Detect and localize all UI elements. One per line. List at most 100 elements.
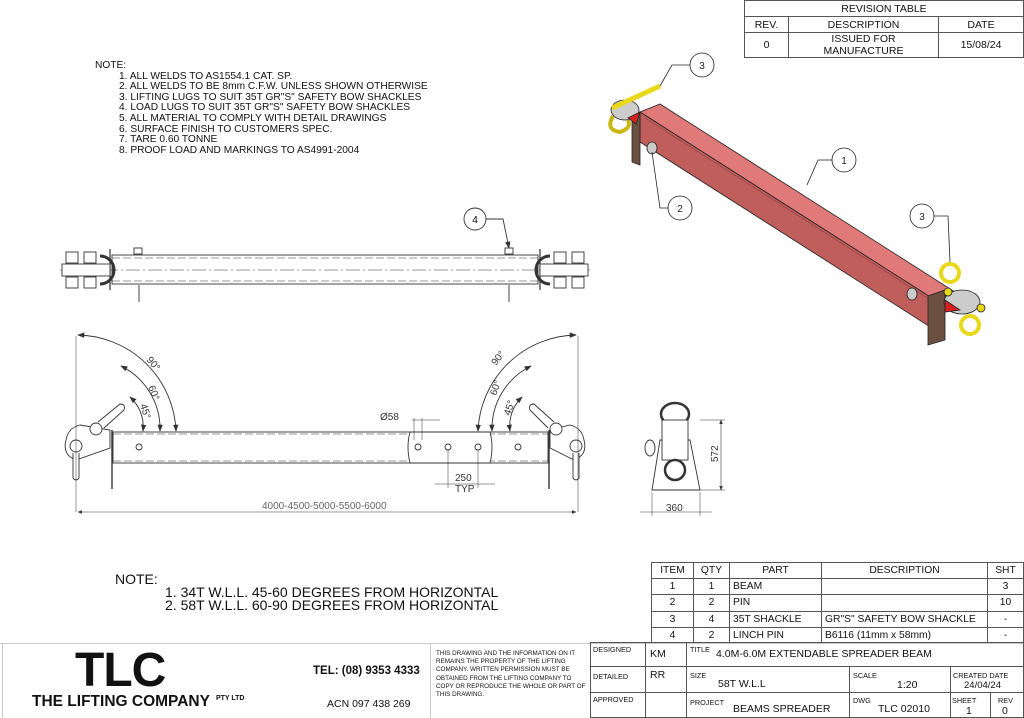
parts-row: 4 2 LINCH PIN B6116 (11mm x 58mm) -	[651, 626, 1024, 644]
note-item: 8. PROOF LOAD AND MARKINGS TO AS4991-200…	[119, 144, 360, 156]
description-cell: GR"S" SAFETY BOW SHACKLE	[821, 610, 988, 628]
parts-row: 3 4 35T SHACKLE GR"S" SAFETY BOW SHACKLE…	[651, 610, 1024, 628]
parts-row: 1 1 BEAM 3	[651, 578, 1024, 596]
note-item: 5. ALL MATERIAL TO COMPLY WITH DETAIL DR…	[119, 112, 387, 124]
company-name: THE LIFTING COMPANY PTY LTD	[32, 693, 245, 711]
item-cell: 4	[651, 626, 694, 644]
angle-label-60-right: 60°	[488, 379, 504, 397]
item-cell: 3	[651, 610, 694, 628]
note-item: 3. LIFTING LUGS TO SUIT 35T GR"S" SAFETY…	[119, 91, 422, 103]
detailed-value: RR	[650, 669, 666, 681]
elevation-view	[64, 332, 586, 514]
length-dim-label: 4000-4500-5000-5500-6000	[262, 501, 387, 512]
load-notes: NOTE: 1. 34T W.L.L. 45-60 DEGREES FROM H…	[115, 571, 499, 613]
parts-row: 2 2 PIN 10	[651, 594, 1024, 612]
general-notes: NOTE: 1. ALL WELDS TO AS1554.1 CAT. SP. …	[95, 60, 428, 156]
title-label: TITLE	[690, 645, 710, 654]
qty-cell: 4	[693, 610, 730, 628]
load-note-item: 1. 34T W.L.L. 45-60 DEGREES FROM HORIZON…	[165, 584, 499, 600]
company-suffix: PTY LTD	[215, 695, 245, 702]
qty-cell: 2	[693, 626, 730, 644]
scale-value: 1:20	[897, 679, 918, 691]
note-item: 2. ALL WELDS TO BE 8mm C.F.W. UNLESS SHO…	[119, 81, 428, 93]
angle-label-90-left: 90°	[144, 355, 162, 374]
sht-cell: -	[987, 626, 1024, 644]
balloon-4: 4	[472, 215, 478, 226]
title-block-grid: DESIGNED KM TITLE 4.0M-6.0M EXTENDABLE S…	[590, 642, 1024, 718]
sheet-value: 1	[966, 705, 972, 717]
rev-description: ISSUED FOR MANUFACTURE	[788, 32, 939, 58]
rev-value: 0	[1002, 705, 1008, 717]
drawing-title: 4.0M-6.0M EXTENDABLE SPREADER BEAM	[716, 648, 932, 660]
angle-label-90-right: 90°	[490, 349, 508, 368]
balloon-3-right: 3	[919, 212, 925, 223]
note-item: 6. SURFACE FINISH TO CUSTOMERS SPEC.	[119, 123, 333, 135]
designed-label: DESIGNED	[593, 645, 632, 654]
description-header: DESCRIPTION	[821, 561, 988, 580]
company-tel: TEL: (08) 9353 4333	[313, 665, 420, 677]
size-value: 58T W.L.L	[718, 678, 766, 690]
dwg-value: TLC 02010	[878, 703, 930, 715]
sht-cell: 10	[987, 594, 1024, 612]
item-cell: 1	[651, 578, 694, 596]
legal-notice: THIS DRAWING AND THE INFORMATION ON IT R…	[436, 650, 586, 699]
item-header: ITEM	[651, 561, 694, 580]
note-item: 1. ALL WELDS TO AS1554.1 CAT. SP.	[119, 70, 293, 82]
company-acn: ACN 097 438 269	[327, 698, 411, 710]
revision-table: REVISION TABLE REV. DESCRIPTION DATE 0 I…	[744, 0, 1024, 58]
sheet-label: SHEET	[952, 696, 977, 705]
date-header: DATE	[938, 16, 1024, 33]
qty-header: QTY	[693, 561, 730, 580]
company-name-text: THE LIFTING COMPANY	[32, 693, 210, 710]
parts-header: ITEM QTY PART DESCRIPTION SHT	[651, 561, 1024, 580]
angle-label-60-left: 60°	[145, 384, 161, 402]
part-cell: LINCH PIN	[729, 626, 822, 644]
balloon-2: 2	[677, 204, 683, 215]
size-label: SIZE	[690, 671, 707, 680]
item-cell: 2	[651, 594, 694, 612]
rev-date: 15/08/24	[938, 32, 1024, 58]
qty-cell: 2	[693, 594, 730, 612]
approved-label: APPROVED	[593, 695, 634, 704]
revision-row: 0 ISSUED FOR MANUFACTURE 15/08/24	[744, 32, 1024, 58]
dwg-label: DWG	[853, 696, 871, 705]
notes-heading: NOTE:	[95, 60, 127, 71]
title-block	[0, 643, 1024, 718]
rev-header: REV.	[744, 16, 789, 33]
revision-table-title: REVISION TABLE	[744, 0, 1024, 17]
project-label: PROJECT	[690, 698, 725, 707]
created-label: CREATED DATE	[953, 671, 1009, 680]
sht-header: SHT	[987, 561, 1024, 580]
hole-dia-label: Ø58	[380, 412, 399, 423]
designed-value: KM	[650, 648, 666, 660]
angle-label-45-right: 45°	[502, 399, 517, 417]
width-dim-label: 360	[666, 503, 683, 514]
plan-view	[60, 207, 590, 302]
scale-label: SCALE	[853, 671, 877, 680]
load-note-item: 2. 58T W.L.L. 60-90 DEGREES FROM HORIZON…	[165, 597, 499, 613]
qty-cell: 1	[693, 578, 730, 596]
part-header: PART	[729, 561, 822, 580]
parts-list: ITEM QTY PART DESCRIPTION SHT 1 1 BEAM 3…	[651, 561, 1024, 644]
sht-cell: 3	[987, 578, 1024, 596]
note-item: 7. TARE 0.60 TONNE	[119, 134, 218, 146]
project-value: BEAMS SPREADER	[733, 703, 831, 715]
balloon-1: 1	[841, 156, 847, 167]
angle-label-45-left: 45°	[137, 403, 152, 421]
description-header: DESCRIPTION	[788, 16, 939, 33]
pitch-label: 250	[455, 473, 472, 484]
description-cell: B6116 (11mm x 58mm)	[821, 626, 988, 644]
detailed-label: DETAILED	[593, 672, 629, 681]
load-notes-heading: NOTE:	[115, 571, 158, 587]
height-dim-label: 572	[710, 445, 721, 462]
part-cell: 35T SHACKLE	[729, 610, 822, 628]
rev-value: 0	[744, 32, 789, 58]
part-cell: PIN	[729, 594, 822, 612]
sht-cell: -	[987, 610, 1024, 628]
rev-label: REV	[998, 696, 1014, 705]
note-item: 4. LOAD LUGS TO SUIT 35T GR"S" SAFETY BO…	[119, 102, 411, 114]
part-cell: BEAM	[729, 578, 822, 596]
balloon-3-left: 3	[699, 61, 705, 72]
created-value: 24/04/24	[964, 680, 1001, 691]
